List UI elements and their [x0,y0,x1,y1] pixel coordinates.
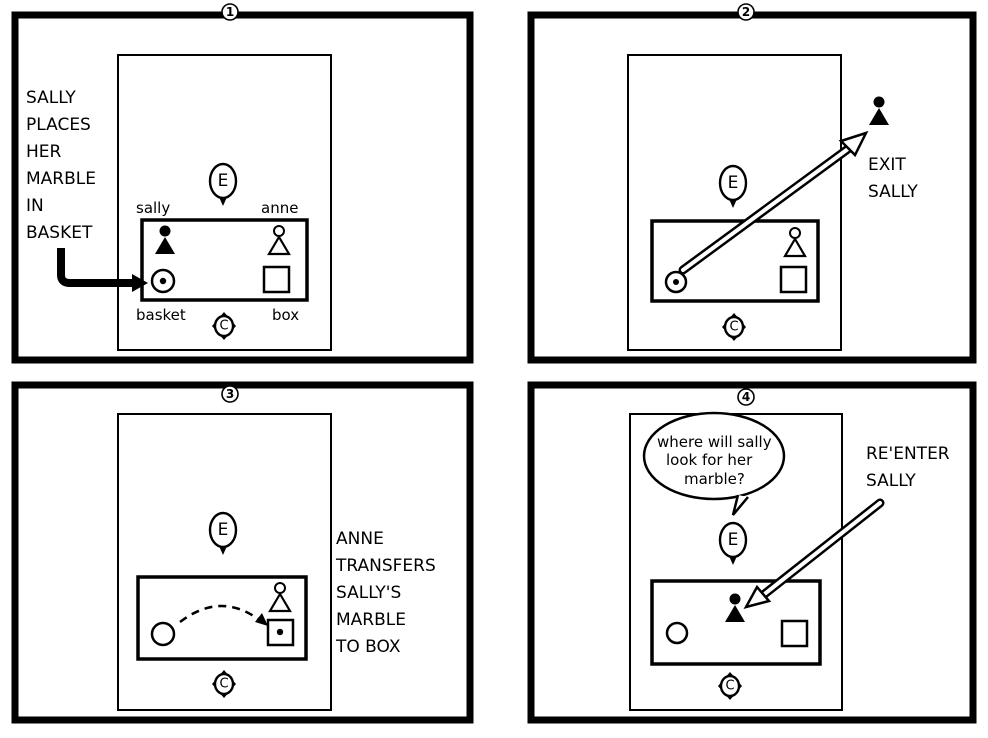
panel-2: 2 E EXIT SALLY [527,3,977,364]
basket-icon [150,268,176,294]
child-letter: C [725,679,734,694]
panel-4-caption-line: SALLY [866,471,916,491]
panel-1-caption-line: IN [26,196,44,216]
marble-icon [159,277,167,285]
panel-3: 3 E ANNE TRANSFERS SALLY'S MARBLE TO [11,381,474,724]
anne-label: anne [261,199,298,217]
basket-label: basket [136,306,186,324]
panel-1-number-badge [221,3,239,21]
marble-icon [276,628,284,636]
experimenter-letter: E [218,171,229,191]
panel-3-caption-line: MARBLE [336,610,406,630]
panel-4-number: 4 [742,390,750,404]
panel-3-stage [117,413,332,711]
box-label: box [272,306,299,324]
anne-figure-icon [268,582,292,613]
bubble-text-line: look for her [666,451,753,469]
sally-figure-icon [725,593,745,622]
sally-figure-icon [869,96,889,125]
panel-3-caption: ANNE TRANSFERS SALLY'S MARBLE TO BOX [335,529,436,657]
experimenter-head-icon: E [208,162,238,206]
child-head-icon: C [718,672,742,700]
panel-3-caption-line: TRANSFERS [335,556,436,576]
panel-2-caption-line: SALLY [868,182,918,202]
transfer-arrow-icon [179,604,268,626]
panel-1: 1 SALLY PLACES HER MARBLE IN BASKET E sa… [11,3,474,364]
experimenter-head-icon: E [718,521,748,565]
panel-4-number-badge [737,388,755,406]
experimenter-letter: E [728,173,739,193]
experimenter-head-icon: E [208,511,238,555]
anne-figure-icon [267,225,291,256]
speech-bubble: where will sally look for her marble? [642,411,786,516]
panel-1-caption-line: SALLY [26,88,76,108]
child-letter: C [219,677,228,692]
child-head-icon: C [722,313,746,341]
panel-2-caption-line: EXIT [868,155,906,175]
panel-1-caption-line: BASKET [26,223,93,243]
panel-1-number: 1 [226,5,234,19]
box-icon [779,265,808,294]
marble-icon [673,279,679,285]
sally-label: sally [136,199,170,217]
bubble-text-line: marble? [684,470,745,488]
panel-3-caption-line: ANNE [336,529,384,549]
basket-icon [150,621,176,647]
child-letter: C [219,319,228,334]
anne-figure-icon [783,227,807,258]
experimenter-head-icon: E [718,164,748,208]
panel-1-caption-line: PLACES [26,115,91,135]
experimenter-letter: E [728,530,739,550]
experimenter-letter: E [218,520,229,540]
panel-1-caption-line: MARBLE [26,169,96,189]
child-letter: C [729,320,738,335]
panel-2-number-badge [737,3,755,21]
panel-3-number: 3 [226,387,234,401]
panel-4-caption-line: RE'ENTER [866,444,950,464]
placement-arrow-icon [57,248,148,292]
child-head-icon: C [212,312,236,340]
reenter-arrow-icon [743,498,885,609]
sally-figure-icon [155,225,175,254]
panel-3-number-badge [221,385,239,403]
exit-arrow-icon [678,130,869,275]
basket-icon [665,621,689,645]
basket-icon [664,270,688,294]
bubble-text-line: where will sally [657,433,772,451]
panel-3-caption-line: SALLY'S [336,583,401,603]
box-icon [262,265,291,294]
panel-4: 4 where will sally look for her marble? … [527,381,977,724]
panel-1-caption: SALLY PLACES HER MARBLE IN BASKET [26,88,96,243]
panel-1-caption-line: HER [26,142,62,162]
child-head-icon: C [212,670,236,698]
box-icon [780,619,809,648]
panel-3-caption-line: TO BOX [335,637,401,657]
box-icon [266,618,295,647]
panel-2-number: 2 [742,5,750,19]
